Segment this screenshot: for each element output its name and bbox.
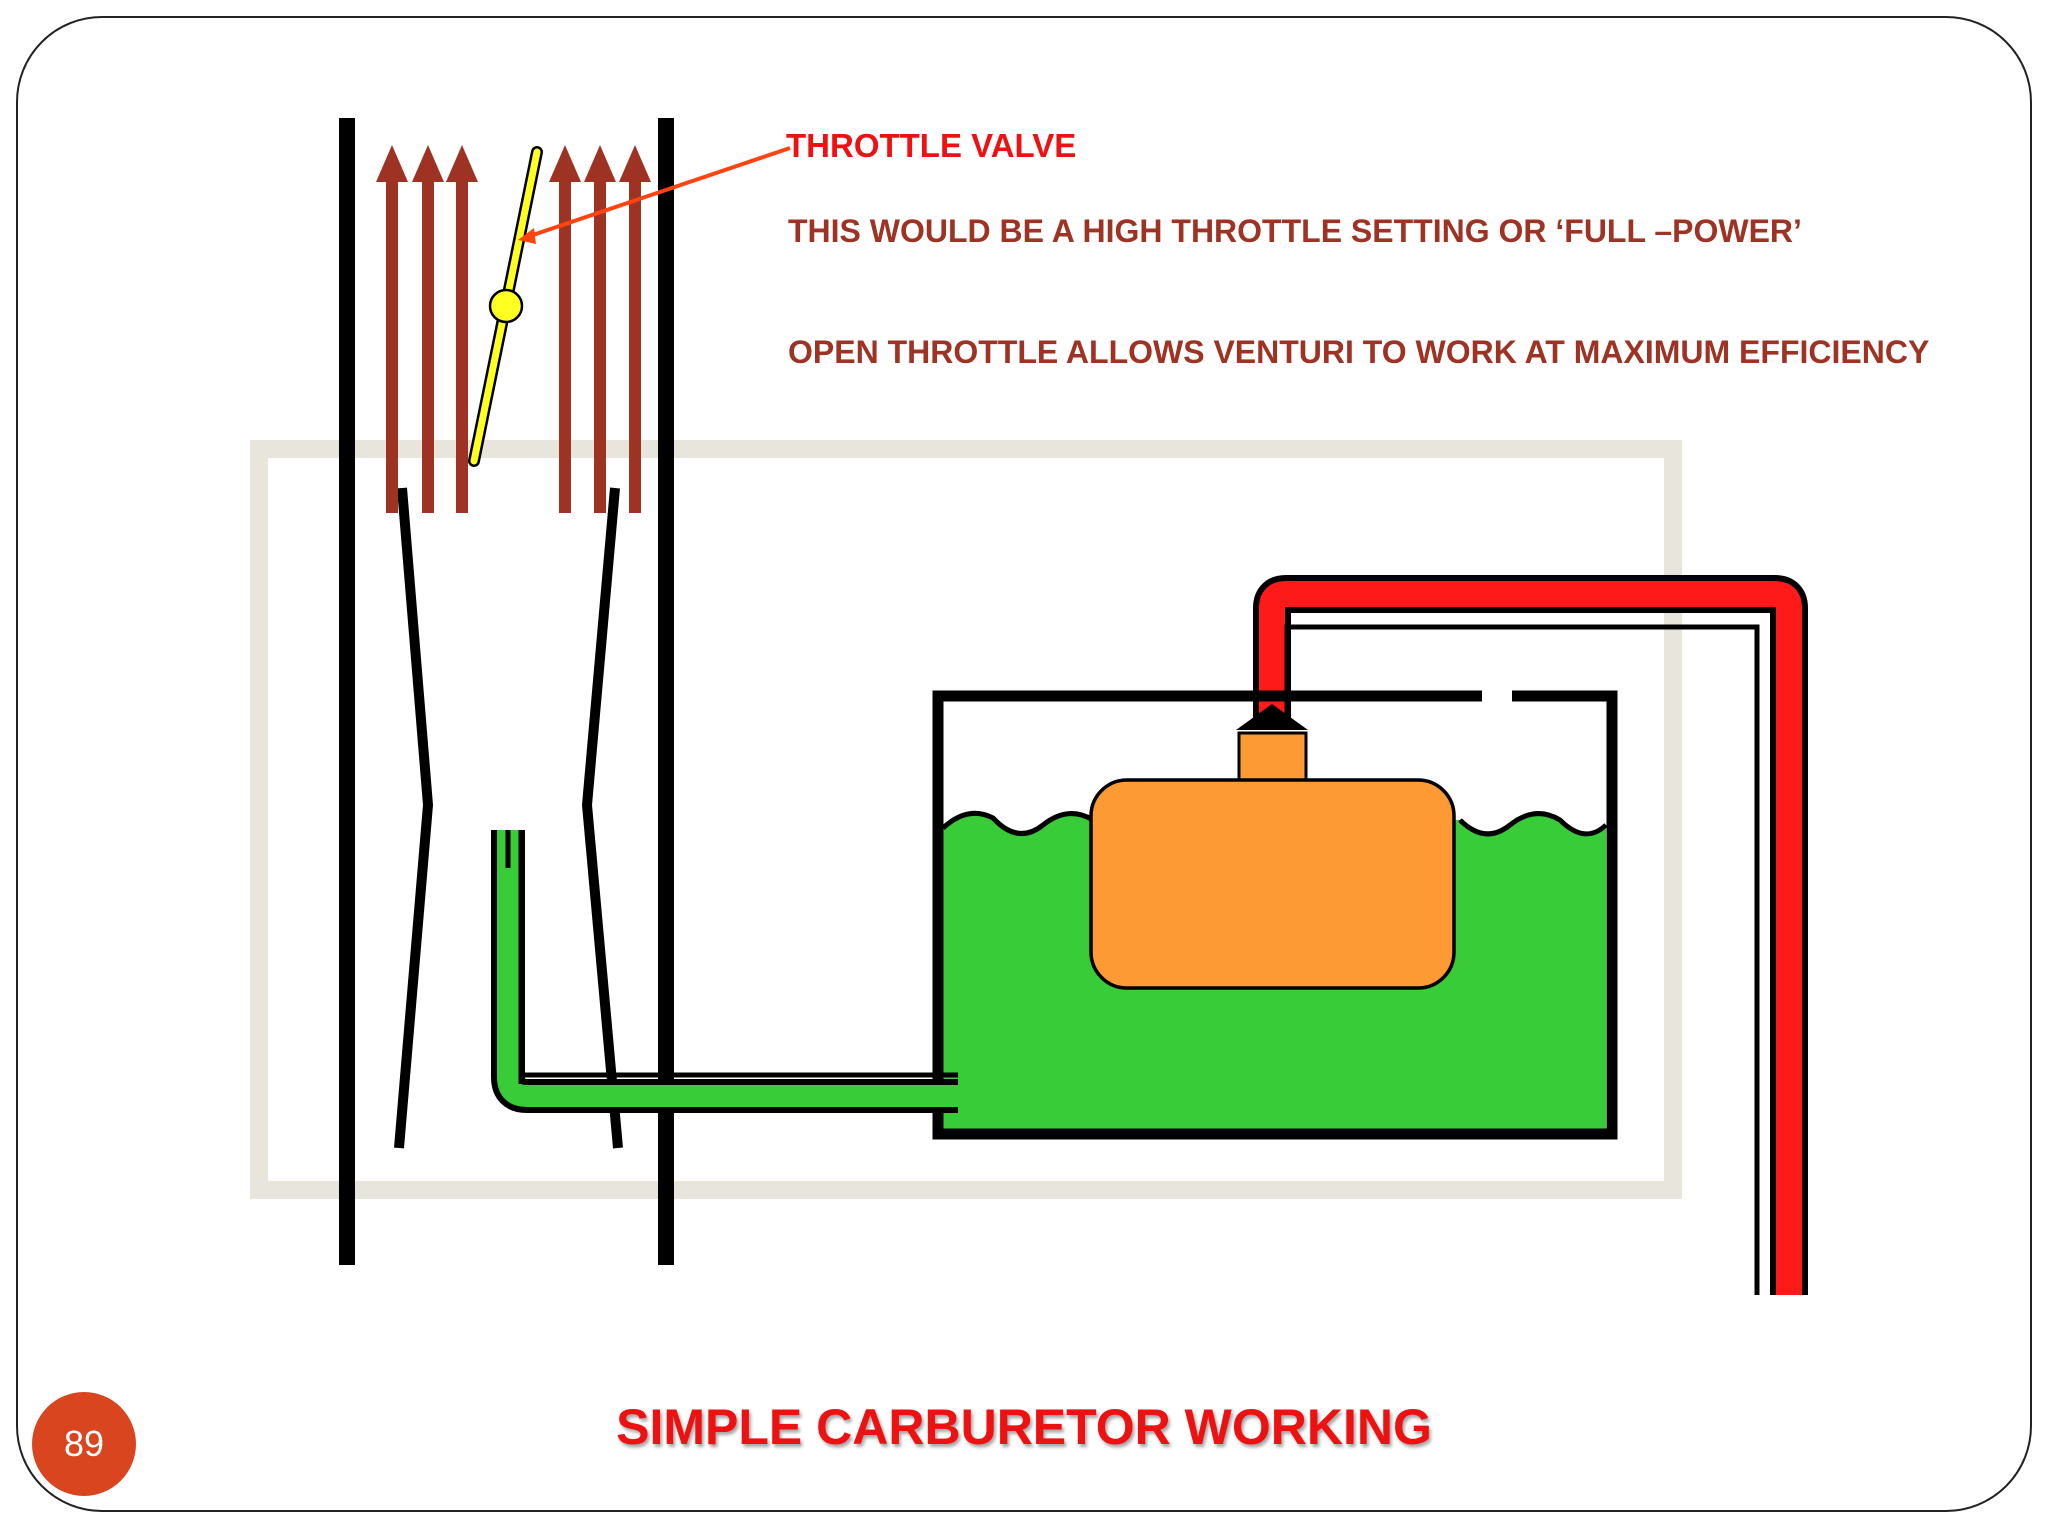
high-throttle-note: THIS WOULD BE A HIGH THROTTLE SETTING OR… [788,213,1802,249]
venturi-efficiency-note: OPEN THROTTLE ALLOWS VENTURI TO WORK AT … [788,334,1930,370]
throttle-pointer-line [523,146,791,240]
throttle-pointer-arrowhead [518,228,536,244]
airflow-arrows [376,145,651,513]
fuel-discharge-tube [491,830,958,1113]
slide-title: SIMPLE CARBURETOR WORKING [616,1399,1432,1455]
throttle-pivot [488,288,524,324]
throttle-valve-plate [468,146,543,467]
fuel-surface [941,810,1608,837]
page-number-badge: 89 [32,1392,136,1496]
float [1089,778,1456,990]
float-chamber-walls [932,690,1618,1140]
fuel-discharge-tube-inner [497,830,958,1107]
float-stem [1237,731,1308,782]
page-number: 89 [63,1423,105,1464]
needle-valve [1236,704,1308,730]
venturi-left-wall [394,487,434,1149]
fuel-supply-line-inner-edge [1284,624,1760,1295]
venturi-right-wall [581,487,623,1149]
background-box [250,440,1682,1199]
fuel-supply-line-inner [1259,581,1802,1295]
throttle-valve-label: THROTTLE VALVE [786,127,1077,164]
